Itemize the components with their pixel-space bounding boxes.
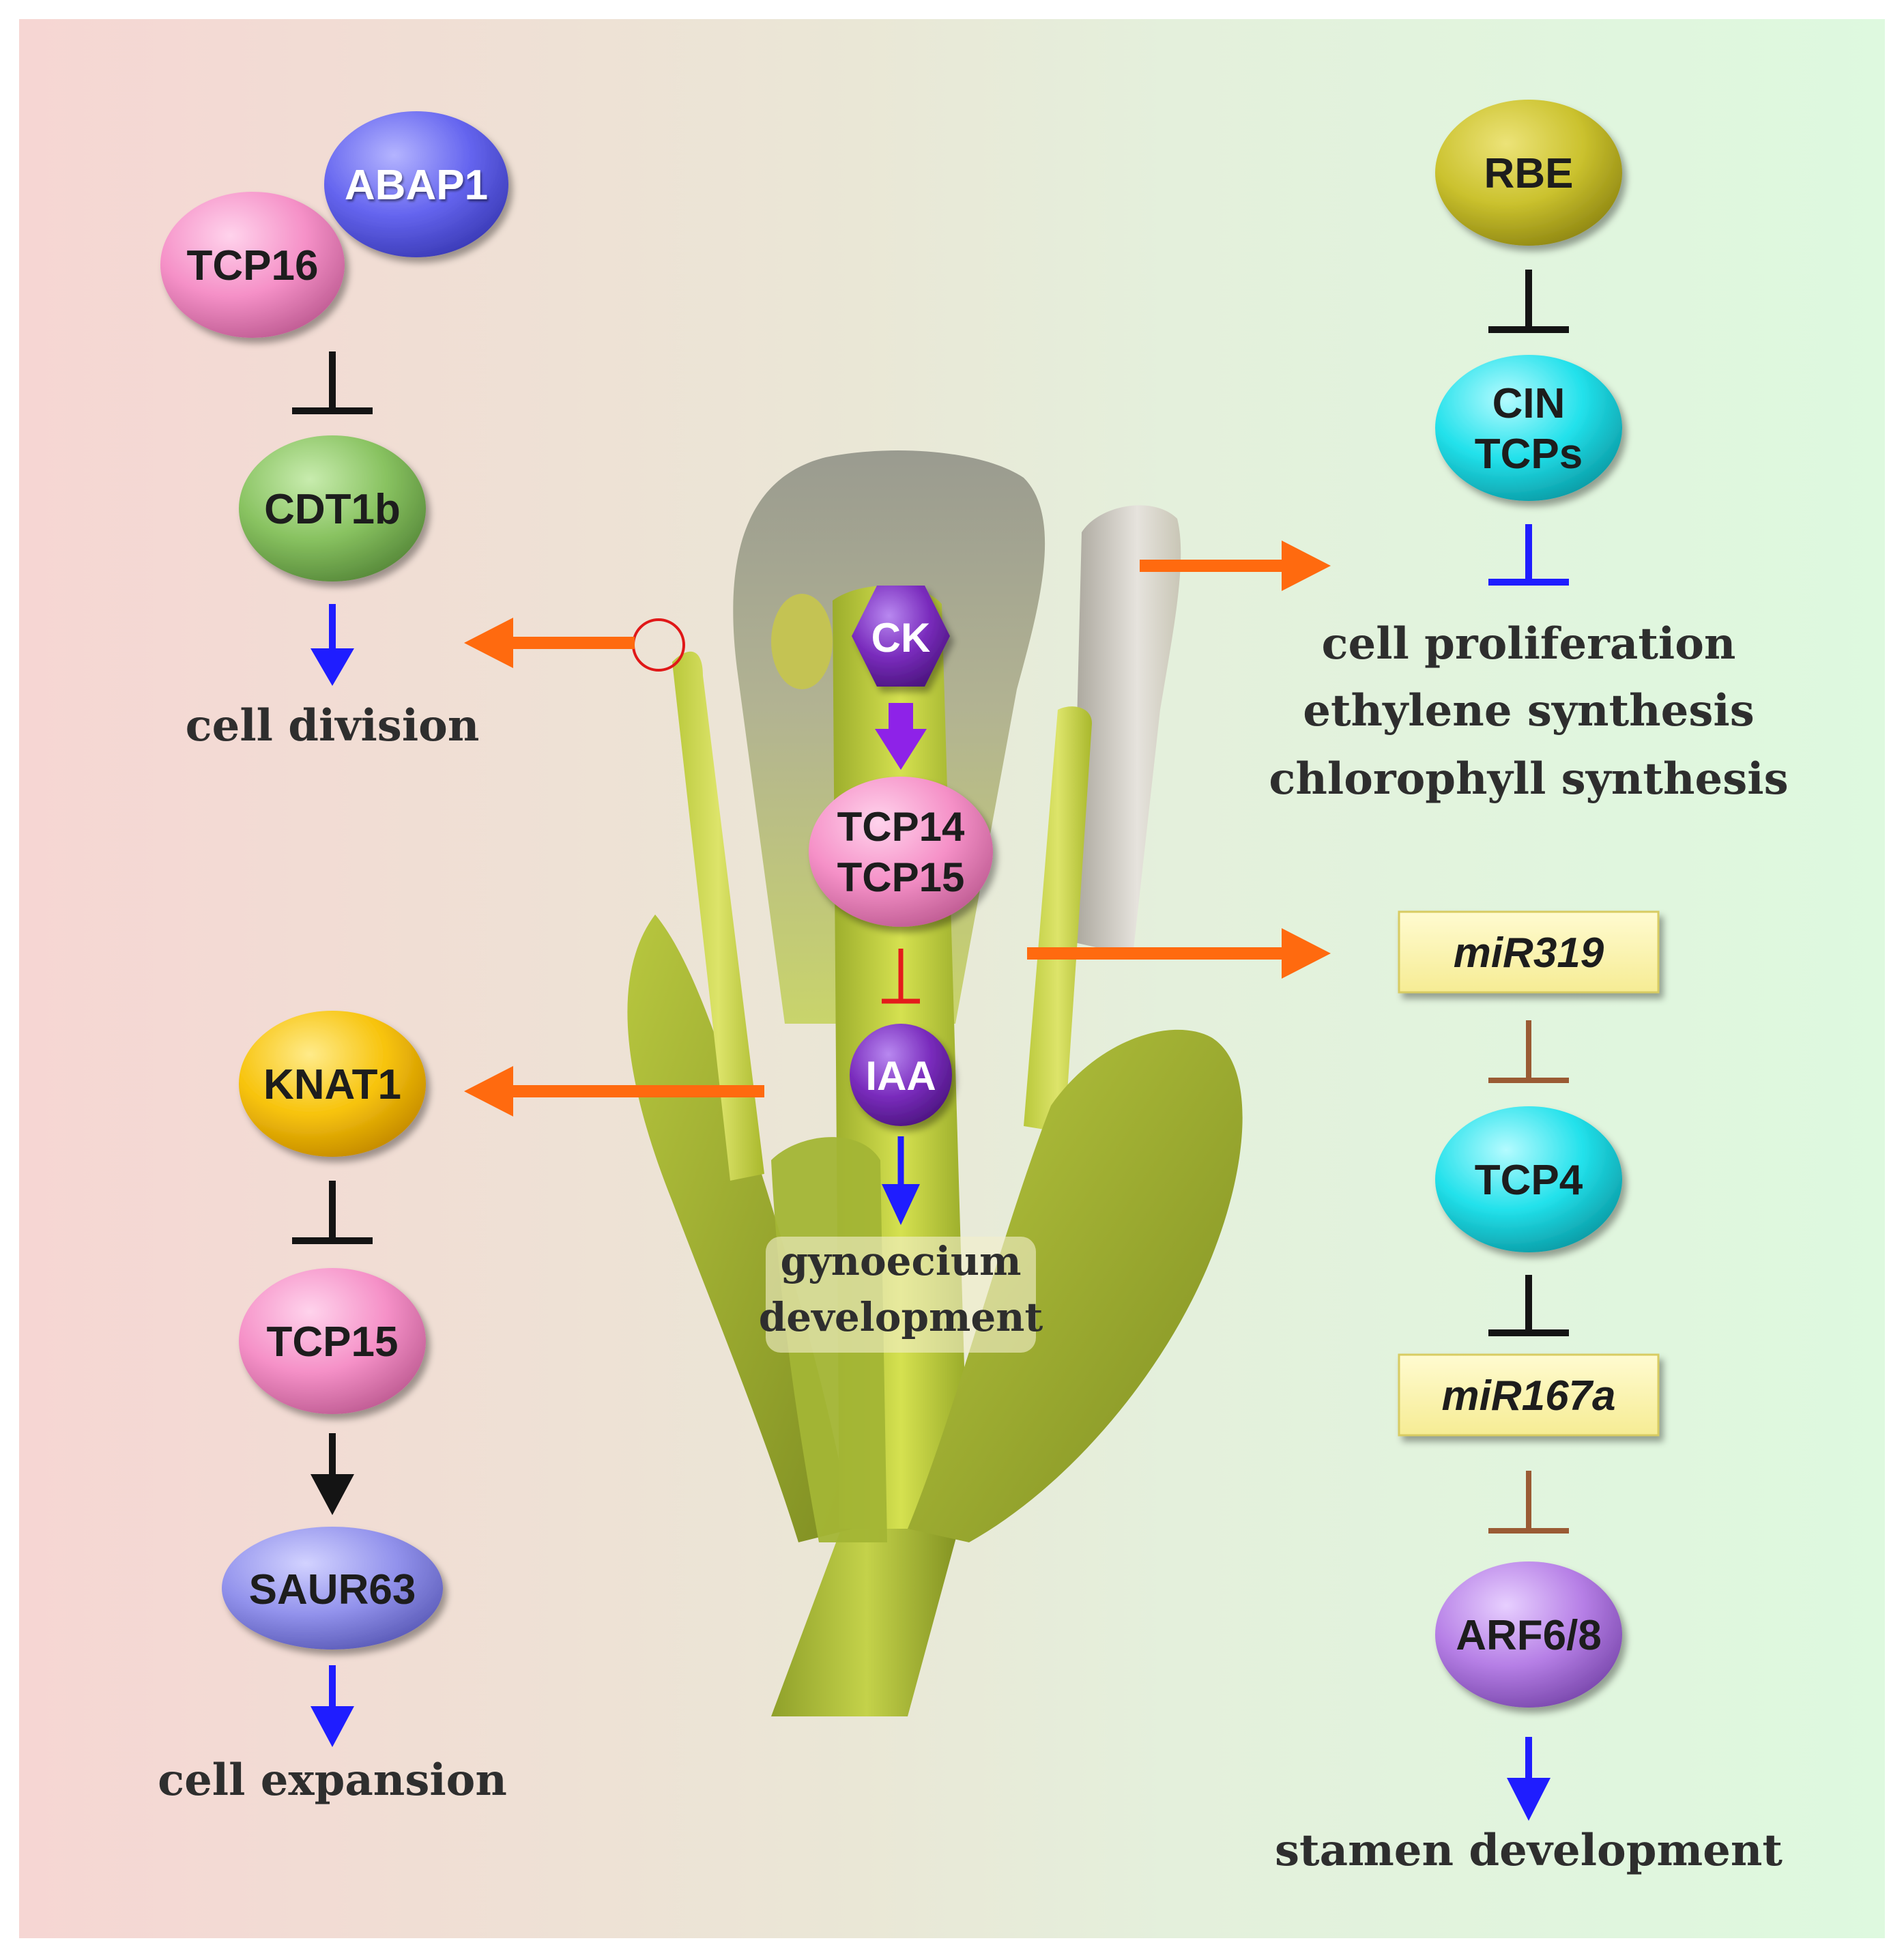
cell-expansion-label: cell expansion xyxy=(158,1755,507,1806)
inhibition-bar xyxy=(882,949,920,1004)
activation-arrow xyxy=(311,604,354,686)
inhibition-bar xyxy=(1488,1275,1569,1336)
tcp4-label: TCP4 xyxy=(1475,1157,1583,1204)
stamen-development-label: stamen development xyxy=(1275,1825,1783,1876)
inhibition-bar xyxy=(292,351,373,414)
tcps-label: TCPs xyxy=(1475,431,1583,478)
inhibition-bar xyxy=(1488,524,1569,586)
mir319-box xyxy=(1398,910,1660,994)
mir167a-box xyxy=(1398,1353,1660,1437)
iaa-label: IAA xyxy=(865,1053,936,1099)
right-bottom-pathway: miR319 TCP4 miR167a ARF6/8 st xyxy=(1275,910,1783,1876)
knat1-node xyxy=(239,1011,426,1157)
ethylene-synthesis-label: ethylene synthesis xyxy=(1303,685,1755,736)
arf6-8-node xyxy=(1435,1561,1622,1708)
chlorophyll-synthesis-label: chlorophyll synthesis xyxy=(1269,753,1788,805)
left-bottom-pathway: KNAT1 TCP15 SAUR63 cell expansion xyxy=(158,1011,507,1806)
tcp14-label: TCP14 xyxy=(837,804,965,850)
orange-arrow-to-knat1 xyxy=(464,1066,764,1117)
cdt1b-node xyxy=(239,435,426,581)
knat1-label: KNAT1 xyxy=(263,1061,401,1108)
inhibition-bar xyxy=(1488,270,1569,333)
center-pathway: CK TCP14 TCP15 IAA gynoecium development xyxy=(759,586,1043,1353)
tcp16-node xyxy=(160,192,345,338)
orange-pointer-arrows xyxy=(464,541,1331,1117)
abap1-node xyxy=(324,111,508,257)
saur63-node xyxy=(222,1527,443,1650)
tcp16-label: TCP16 xyxy=(187,242,319,289)
ck-label: CK xyxy=(871,615,931,661)
activation-arrow xyxy=(875,703,927,770)
arf6-8-label: ARF6/8 xyxy=(1456,1612,1602,1659)
cell-division-label: cell division xyxy=(186,700,480,751)
iaa-node xyxy=(850,1024,952,1126)
gynoecium-label-line1: gynoecium xyxy=(781,1238,1022,1284)
cell-proliferation-label: cell proliferation xyxy=(1322,618,1736,670)
right-top-pathway: RBE CIN TCPs cell proliferation ethylene… xyxy=(1269,100,1789,805)
orange-arrow-to-mir319 xyxy=(1027,928,1331,979)
saur63-label: SAUR63 xyxy=(249,1566,416,1613)
rbe-label: RBE xyxy=(1484,150,1574,197)
activation-arrow xyxy=(1507,1737,1550,1821)
orange-arrow-to-cell-division xyxy=(464,618,635,668)
mir319-label: miR319 xyxy=(1454,930,1604,977)
tcp14-tcp15-node xyxy=(809,777,993,927)
left-top-pathway: ABAP1 TCP16 CDT1b cell division xyxy=(160,111,508,751)
gynoecium-label-line2: development xyxy=(759,1294,1043,1340)
inhibition-bar xyxy=(1488,1020,1569,1083)
tcp15-center-label: TCP15 xyxy=(837,854,965,900)
cin-tcps-node xyxy=(1435,355,1622,501)
activation-arrow xyxy=(882,1136,920,1225)
tcp15-node xyxy=(239,1268,426,1414)
ck-node xyxy=(852,586,950,687)
inhibition-bar xyxy=(292,1181,373,1244)
mir167a-label: miR167a xyxy=(1441,1372,1615,1420)
activation-arrow xyxy=(311,1433,354,1515)
orange-arrow-to-cin-targets xyxy=(1140,541,1331,591)
rbe-node xyxy=(1435,100,1622,246)
cdt1b-label: CDT1b xyxy=(264,486,401,533)
cin-label: CIN xyxy=(1492,380,1566,427)
activation-arrow xyxy=(311,1665,354,1747)
tcp4-node xyxy=(1435,1106,1622,1252)
tcp15-label: TCP15 xyxy=(267,1319,399,1366)
inhibition-bar xyxy=(1488,1471,1569,1534)
abap1-label: ABAP1 xyxy=(345,162,488,209)
gynoecium-label-box xyxy=(766,1237,1036,1353)
